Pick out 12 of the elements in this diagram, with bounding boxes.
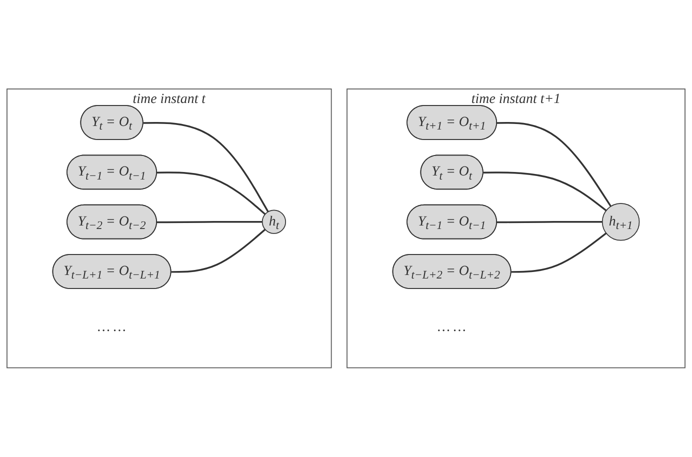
connector [156, 172, 266, 215]
connector [143, 122, 269, 212]
node-text: … … [98, 320, 126, 335]
connector [483, 172, 607, 212]
node-text: … … [438, 320, 466, 335]
connector [171, 228, 266, 273]
connector [497, 122, 612, 207]
node-circle: h$_{t+1}$ [602, 203, 640, 241]
node-circle: h$_{t}$ [262, 210, 286, 234]
connector [511, 232, 607, 273]
connector [497, 221, 602, 224]
connector [156, 221, 262, 224]
